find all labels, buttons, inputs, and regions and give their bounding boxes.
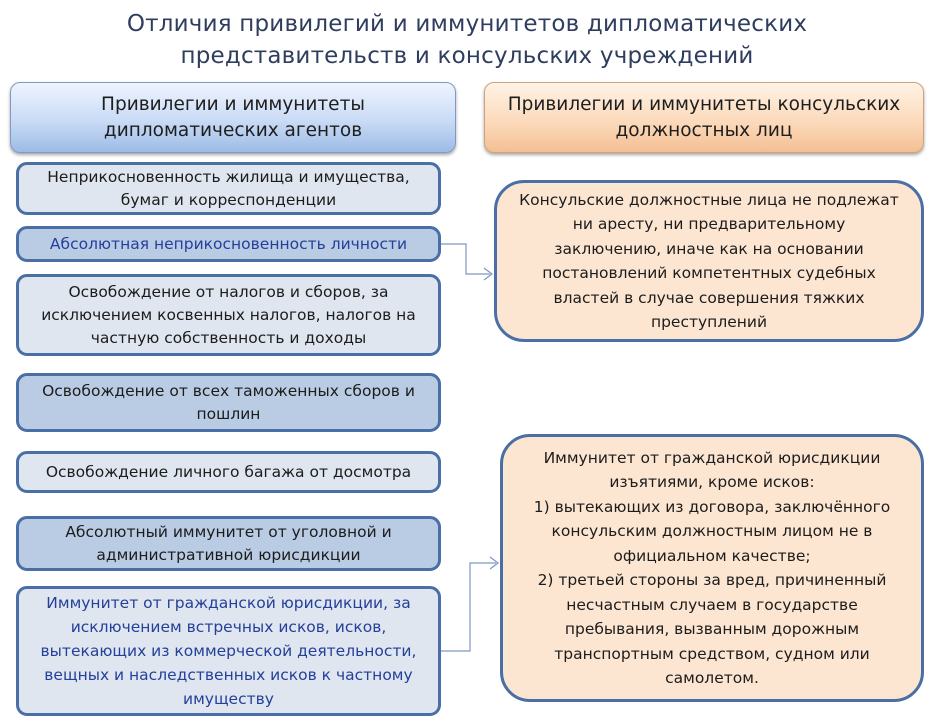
left-item-7-line-5: имуществу bbox=[183, 690, 274, 708]
right-item-2-line-9: транспортным средством, судном или bbox=[554, 644, 870, 663]
right-item-1-line-2: ни аресту, ни предварительному bbox=[572, 215, 846, 233]
right-item-2-line-5: официальном качестве; bbox=[613, 546, 811, 565]
left-item-criminal-immunity: Абсолютный иммунитет от уголовной и адми… bbox=[16, 516, 441, 571]
header-right-line-1: Привилегии и иммунитеты консульских bbox=[507, 93, 901, 115]
right-item-civil-immunity: Иммунитет от гражданской юрисдикции изъя… bbox=[500, 434, 924, 702]
connector-civil-to-civil bbox=[441, 562, 496, 652]
right-item-1-line-1: Консульские должностные лица не подлежат bbox=[519, 190, 899, 209]
right-item-arrest-immunity: Консульские должностные лица не подлежат… bbox=[494, 180, 924, 342]
header-left-line-1: Привилегии и иммунитеты bbox=[101, 93, 365, 115]
arrow-head-2 bbox=[489, 556, 499, 570]
left-item-tax-exemption: Освобождение от налогов и сборов, за иск… bbox=[16, 274, 441, 356]
right-item-1-line-4: постановлений компетентных судебных bbox=[542, 264, 876, 282]
left-item-3-line-2: исключением косвенных налогов, налогов н… bbox=[41, 305, 416, 324]
page-title: Отличия привилегий и иммунитетов диплома… bbox=[0, 8, 934, 72]
title-line-2: представительств и консульских учреждени… bbox=[180, 43, 754, 69]
connector-personal-to-arrest bbox=[441, 243, 490, 275]
right-item-2-line-4: консульским должностным лицом не в bbox=[551, 522, 873, 540]
left-item-1-line-2: бумаг и корреспонденции bbox=[120, 190, 337, 209]
left-item-4-line-2: пошлин bbox=[196, 404, 261, 423]
left-item-7-line-1: Иммунитет от гражданской юрисдикции, за bbox=[46, 594, 411, 612]
left-item-6-line-1: Абсолютный иммунитет от уголовной и bbox=[65, 522, 392, 541]
left-item-4-line-1: Освобождение от всех таможенных сборов и bbox=[42, 381, 415, 400]
left-item-personal-inviolability: Абсолютная неприкосновенность личности bbox=[16, 226, 441, 262]
right-item-2-line-6: 2) третьей стороны за вред, причиненный bbox=[537, 571, 887, 589]
title-line-1: Отличия привилегий и иммунитетов диплома… bbox=[126, 11, 808, 37]
right-item-2-line-1: Иммунитет от гражданской юрисдикции bbox=[543, 448, 881, 467]
header-right-line-2: должностных лиц bbox=[615, 119, 793, 141]
header-left-line-2: дипломатических агентов bbox=[103, 119, 363, 141]
header-diplomatic-agents: Привилегии и иммунитеты дипломатических … bbox=[10, 82, 456, 153]
left-item-3-line-1: Освобождение от налогов и сборов, за bbox=[68, 282, 389, 301]
right-item-2-line-7: несчастным случаем в государстве bbox=[566, 595, 858, 614]
arrow-head-1 bbox=[483, 267, 493, 281]
left-item-7-line-2: исключением встречных исков, исков, bbox=[70, 618, 387, 636]
left-item-7-line-4: вещных и наследственных исков к частному bbox=[44, 666, 413, 684]
left-item-baggage-exemption: Освобождение личного багажа от досмотра bbox=[16, 451, 441, 493]
left-item-1-line-1: Неприкосновенность жилища и имущества, bbox=[47, 167, 410, 186]
header-consular-officials: Привилегии и иммунитеты консульских долж… bbox=[484, 82, 924, 153]
left-item-customs-exemption: Освобождение от всех таможенных сборов и… bbox=[16, 373, 441, 432]
right-item-1-line-6: преступлений bbox=[650, 313, 768, 331]
right-item-2-line-8: пребывания, вызванным дорожным bbox=[564, 620, 860, 638]
left-item-5-line-1: Освобождение личного багажа от досмотра bbox=[45, 462, 412, 481]
left-item-3-line-3: частную собственность и доходы bbox=[90, 328, 367, 347]
right-item-1-line-3: заключению, иначе как на основании bbox=[554, 239, 864, 258]
left-item-7-line-3: вытекающих из коммерческой деятельности, bbox=[40, 642, 417, 660]
left-item-civil-immunity: Иммунитет от гражданской юрисдикции, за … bbox=[16, 586, 441, 716]
right-item-2-line-2: изъятиями, кроме исков: bbox=[609, 473, 815, 491]
left-item-6-line-2: административной юрисдикции bbox=[96, 545, 361, 564]
left-item-inviolability-property: Неприкосновенность жилища и имущества, б… bbox=[16, 162, 441, 215]
right-item-1-line-5: властей в случае совершения тяжких bbox=[553, 288, 865, 307]
right-item-2-line-3: 1) вытекающих из договора, заключённого bbox=[533, 497, 891, 516]
left-item-2-line-1: Абсолютная неприкосновенность личности bbox=[49, 234, 408, 253]
right-item-2-line-10: самолетом. bbox=[665, 669, 759, 687]
